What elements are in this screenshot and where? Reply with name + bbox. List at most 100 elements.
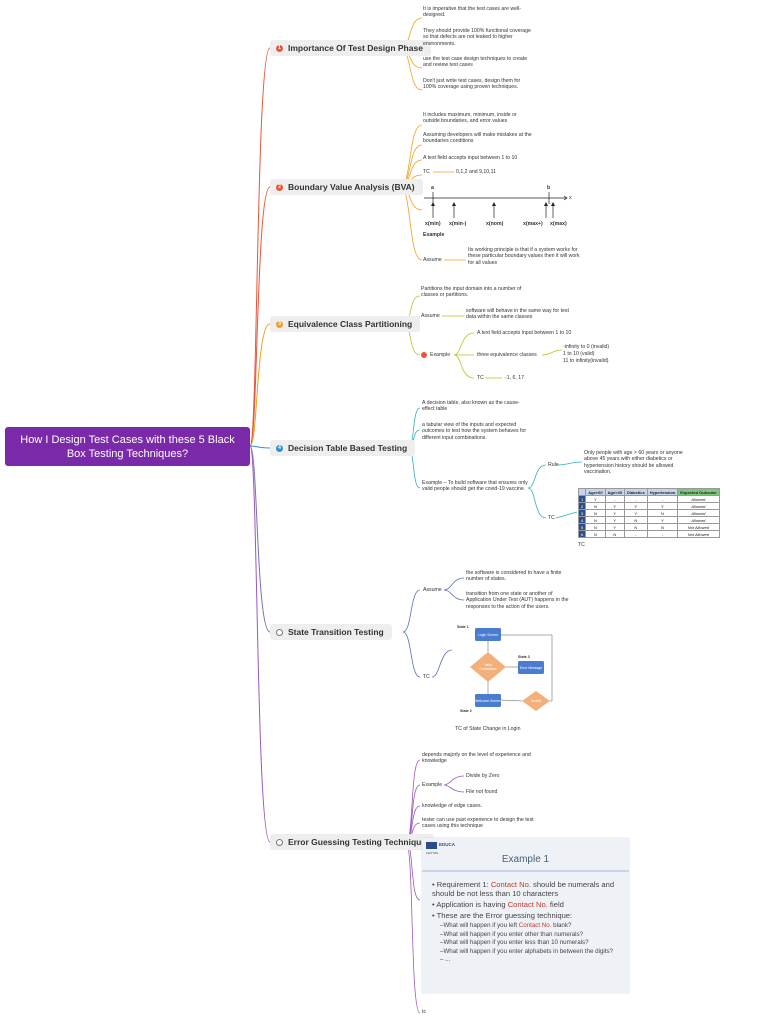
slide-sub-bullet: –What will happen if you enter less than… [440, 939, 589, 947]
ecp-class-3: 11 to infinity(invalid) [563, 358, 609, 364]
number-3-icon: 3 [276, 320, 283, 328]
state-1-label: State 1 [457, 625, 469, 629]
ecp-class-2: 1 to 10 (valid) [563, 351, 595, 357]
bva-xmax: x(max) [550, 221, 567, 227]
number-4-icon: 4 [276, 444, 283, 452]
table-cell: N [623, 523, 648, 531]
branch-importance[interactable]: 1 Importance Of Test Design Phase [270, 40, 431, 56]
decision-item-2: a tabular view of the inputs and expecte… [422, 422, 527, 441]
table-cell: N [646, 509, 679, 517]
table-cell: - [623, 530, 648, 538]
slide-title: Example 1 [501, 854, 550, 865]
table-cell: N [623, 516, 648, 524]
slide-bullet: • Requirement 1: Contact No. should be n… [432, 880, 615, 898]
decision-table: Age>60 Age>45 Diabetics Hypertension Exp… [577, 488, 720, 538]
error-example-label: Example [422, 782, 443, 788]
state-3-label: State 3 [518, 655, 530, 659]
table-cell: N [604, 530, 625, 538]
slide-logo-sub: CENTRE [426, 851, 439, 855]
table-cell: Allowed [677, 509, 720, 517]
circle-icon [276, 838, 283, 846]
ecp-assume-text: software will behave in the same way for… [466, 308, 569, 321]
state-assume-2: transition from one state or another of … [466, 591, 569, 610]
circle-icon [276, 628, 283, 636]
table-cell: 5 [577, 523, 587, 531]
table-cell: Not Allowed [677, 523, 720, 531]
root-topic[interactable]: How I Design Test Cases with these 5 Bla… [5, 427, 250, 466]
table-cell: N [585, 523, 606, 531]
branch-label: Decision Table Based Testing [288, 443, 408, 453]
branch-state-transition[interactable]: State Transition Testing [270, 624, 392, 640]
table-cell: Y [646, 516, 679, 524]
ecp-example-label: Example [430, 352, 451, 358]
slide-bullet: • These are the Error guessing technique… [432, 911, 573, 920]
table-cell: 2 [577, 502, 587, 510]
bva-xmax-plus: x(max+) [523, 221, 543, 227]
bva-label-a: a [431, 185, 434, 191]
branch-ecp[interactable]: 3 Equivalence Class Partitioning [270, 316, 421, 332]
flag-icon [421, 352, 427, 358]
bva-item-2: Assuming developers will make mistakes a… [423, 132, 532, 145]
importance-item-4: Don't just write test cases, design them… [423, 78, 521, 91]
table-cell: Y [623, 502, 648, 510]
branch-label: Importance Of Test Design Phase [288, 43, 423, 53]
decision-rule-text: Only people with age > 60 years or anyon… [584, 450, 683, 476]
table-header [577, 488, 587, 496]
bva-xmin: x(min) [425, 221, 441, 227]
ecp-assume-label: Assume [421, 313, 440, 319]
branch-label: Boundary Value Analysis (BVA) [288, 182, 415, 192]
table-cell: Y [585, 495, 606, 503]
ecp-example-accepts: A text field accepts input between 1 to … [477, 330, 572, 336]
bva-tc-label: TC [423, 169, 430, 175]
table-cell: Y [623, 509, 648, 517]
ecp-class-1: -infinity to 0 (invalid) [563, 344, 610, 350]
table-cell: Allowed [677, 502, 720, 510]
table-cell: Y [646, 502, 679, 510]
table-cell: N [585, 502, 606, 510]
table-cell: N [646, 523, 679, 531]
table-cell: Y [604, 509, 625, 517]
branch-decision-table[interactable]: 4 Decision Table Based Testing [270, 440, 416, 456]
ecp-item-1: Partitions the input domain into a numbe… [421, 286, 522, 299]
slide-bullets: • Requirement 1: Contact No. should be n… [432, 880, 624, 965]
branch-label: Equivalence Class Partitioning [288, 319, 413, 329]
table-cell: N [585, 509, 606, 517]
table-cell: Y [604, 516, 625, 524]
table-cell: - [623, 495, 648, 503]
logo-flag-icon [426, 842, 437, 849]
ecp-tc-label: TC [477, 375, 484, 381]
bva-item-3: A test field accepts input between 1 to … [423, 155, 518, 161]
decision-tc-label: TC [548, 515, 555, 521]
error-example-2: File not found [466, 789, 498, 795]
table-header: Age>60 [585, 488, 606, 496]
bva-label-b: b [547, 185, 551, 191]
number-1-icon: 1 [276, 44, 283, 52]
bva-item-1: It includes maximum, minimum, inside or … [423, 112, 517, 125]
table-cell: Y [604, 523, 625, 531]
slide-divider [422, 870, 629, 872]
slide-sub-bullet: – ... [440, 956, 451, 964]
state-assume-1: the software is considered to have a fin… [466, 570, 562, 583]
table-cell: - [646, 530, 679, 538]
decision-item-1: A decision table, also known as the caus… [422, 400, 520, 413]
decision-example: Example – To build software that ensures… [422, 480, 528, 493]
table-header: Age>45 [604, 488, 625, 496]
slide-sub-bullet: –What will happen if you enter other tha… [440, 930, 584, 938]
branch-label: Error Guessing Testing Technique [288, 837, 427, 847]
table-cell: Allowed [677, 495, 720, 503]
welcome-screen-box: Welcome Screen [475, 698, 501, 703]
error-item-2: knowledge of edge cases. [422, 803, 482, 809]
importance-item-1: It is imperative that the test cases are… [423, 6, 522, 19]
branch-error-guessing[interactable]: Error Guessing Testing Technique [270, 834, 435, 850]
decision-tc-caption: TC [578, 542, 585, 548]
bva-xmin-minus: x(min-) [449, 221, 467, 227]
error-item-1: depends majorly on the level of experien… [422, 752, 531, 765]
error-tc-label: tc [422, 1009, 427, 1015]
valid-credentials-decision: Valid Credentials [479, 663, 497, 671]
branch-bva[interactable]: 2 Boundary Value Analysis (BVA) [270, 179, 423, 195]
